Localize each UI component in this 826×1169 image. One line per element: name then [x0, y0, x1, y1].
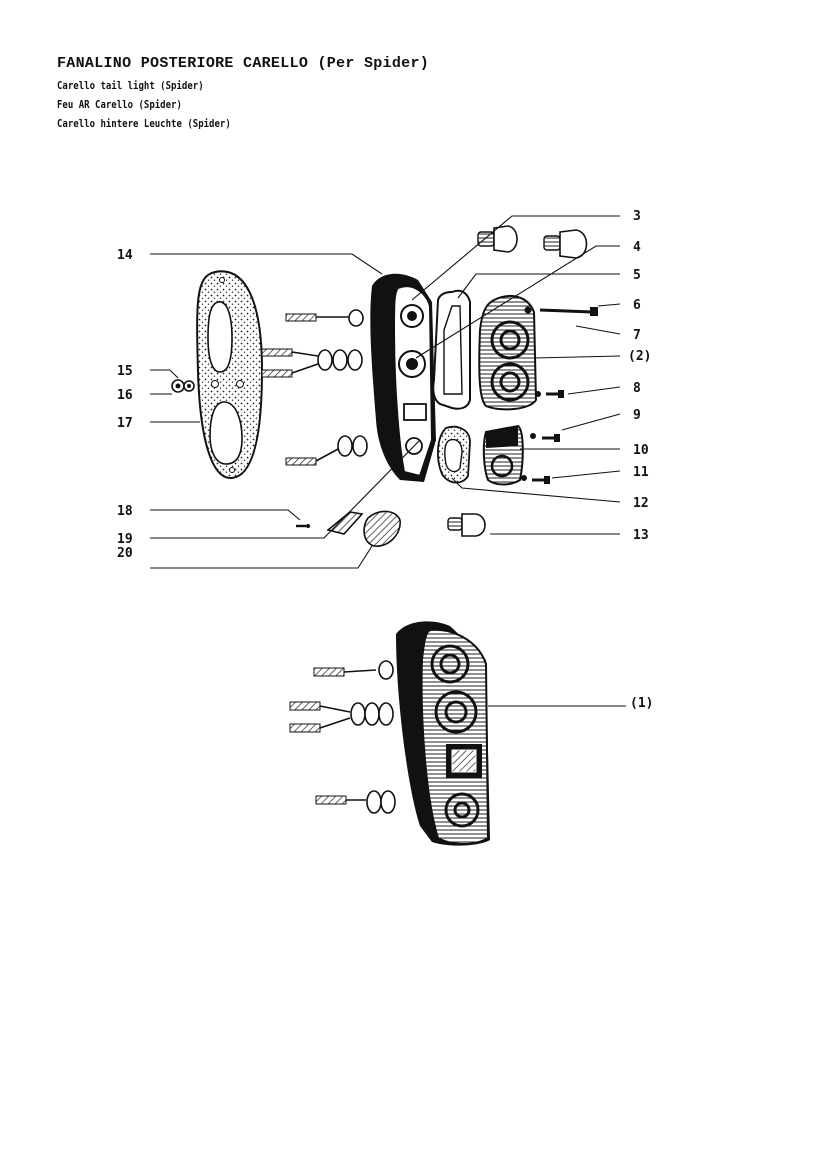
- callout-14: 14: [117, 248, 133, 263]
- callout-13: 13: [633, 528, 649, 543]
- nut-and-washer-15-16: [171, 379, 195, 393]
- screw-9: [530, 433, 560, 442]
- subtitle-german: Carello hintere Leuchte (Spider): [57, 117, 231, 130]
- callout-2: (2): [628, 349, 651, 364]
- bulb-13: [447, 513, 486, 537]
- callout-15: 15: [117, 364, 133, 379]
- gasket-12: [437, 425, 471, 484]
- callout-11: 11: [633, 465, 649, 480]
- assembled-tail-light-1: [289, 621, 490, 846]
- lamp-housing-14: [370, 273, 436, 482]
- callout-17: 17: [117, 416, 133, 431]
- callout-7: 7: [633, 328, 641, 343]
- callout-1: (1): [630, 696, 653, 711]
- gasket-17: [196, 270, 264, 480]
- callout-6: 6: [633, 298, 641, 313]
- callout-4: 4: [633, 240, 641, 255]
- callout-16: 16: [117, 388, 133, 403]
- callout-8: 8: [633, 381, 641, 396]
- bulb-3: [477, 225, 518, 253]
- callout-9: 9: [633, 408, 641, 423]
- subtitle-french: Feu AR Carello (Spider): [57, 98, 182, 111]
- callout-3: 3: [633, 209, 641, 224]
- wiring-connectors: [261, 309, 368, 466]
- reflector-20: [363, 510, 401, 547]
- upper-lens-2: [478, 295, 538, 411]
- callout-10: 10: [633, 443, 649, 458]
- callout-5: 5: [633, 268, 641, 283]
- reflector-holder-19: [326, 511, 364, 535]
- callout-12: 12: [633, 496, 649, 511]
- bulb-4: [543, 229, 588, 259]
- callout-labels: 3 4 5 6 7 (2) 8 9 10 11 12 13 14 15 16 1…: [117, 209, 653, 711]
- callout-19: 19: [117, 532, 133, 547]
- screw-6-7: [524, 306, 598, 316]
- leader-lines: [150, 215, 626, 707]
- callout-20: 20: [117, 546, 133, 561]
- screw-18: [296, 524, 310, 528]
- page-title: FANALINO POSTERIORE CARELLO (Per Spider): [57, 55, 430, 72]
- gasket-5: [432, 289, 471, 410]
- lower-lens-10: [482, 424, 524, 486]
- subtitle-english: Carello tail light (Spider): [57, 79, 204, 92]
- callout-18: 18: [117, 504, 133, 519]
- screw-11: [521, 475, 550, 484]
- screw-8: [535, 390, 564, 398]
